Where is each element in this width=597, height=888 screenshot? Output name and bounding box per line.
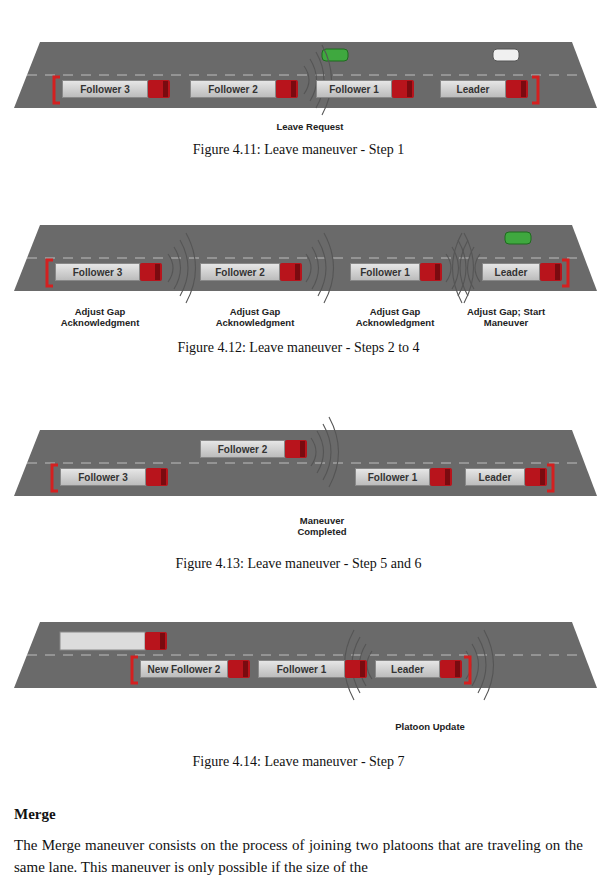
truck-name: Leader — [495, 267, 528, 278]
radio-waves — [168, 233, 196, 303]
truck-name: Follower 1 — [368, 472, 417, 483]
platoon-bracket — [562, 260, 568, 286]
message-label: Platoon Update — [380, 722, 480, 733]
truck-name: Follower 2 — [218, 444, 267, 455]
road — [14, 225, 597, 291]
truck-name: New Follower 2 — [148, 664, 221, 675]
body-text: The Merge maneuver consists on the proce… — [14, 834, 583, 878]
truck-name: Follower 2 — [208, 84, 257, 95]
truck-trailer: Follower 3 — [55, 263, 140, 281]
truck-trailer: Follower 2 — [190, 80, 276, 98]
truck-trailer: Follower 1 — [258, 660, 345, 678]
truck-name: Leader — [391, 664, 424, 675]
truck-cab — [140, 263, 162, 281]
green-car — [322, 49, 348, 61]
message-label: Adjust Gap Acknowledgment — [60, 307, 140, 329]
truck-name: Leader — [479, 472, 512, 483]
truck-cab — [440, 660, 462, 678]
truck-trailer: Follower 2 — [200, 440, 285, 458]
radio-waves — [306, 233, 334, 303]
green-car — [505, 232, 531, 244]
truck-cab — [285, 440, 307, 458]
figure-caption: Figure 4.14: Leave maneuver - Step 7 — [0, 754, 597, 770]
message-label: Adjust Gap Acknowledgment — [215, 307, 295, 329]
truck-name: Follower 3 — [73, 267, 122, 278]
road — [14, 622, 597, 688]
truck-trailer: Follower 2 — [200, 263, 280, 281]
truck-cab — [145, 632, 167, 650]
truck-trailer: Leader — [375, 660, 440, 678]
figure-caption: Figure 4.11: Leave maneuver - Step 1 — [0, 142, 597, 158]
platoon-bracket — [52, 465, 58, 491]
truck-cab — [506, 80, 528, 98]
radio-waves — [453, 233, 481, 303]
truck-cab — [148, 80, 170, 98]
section-heading: Merge — [14, 806, 314, 823]
truck-cab — [392, 80, 414, 98]
platoon-bracket — [47, 260, 53, 286]
radio-waves — [311, 417, 339, 487]
truck-name: Follower 3 — [78, 472, 127, 483]
lane-line — [27, 463, 584, 464]
figure-caption: Figure 4.12: Leave maneuver - Steps 2 to… — [0, 340, 597, 356]
truck-cab — [345, 660, 367, 678]
truck-trailer: Leader — [440, 80, 506, 98]
truck-cab — [276, 80, 298, 98]
message-label: Adjust Gap; Start Maneuver — [463, 307, 549, 329]
message-label: Leave Request — [270, 122, 350, 133]
truck-trailer: Leader — [482, 263, 540, 281]
truck-trailer: Follower 3 — [60, 468, 146, 486]
road — [14, 42, 597, 108]
truck-trailer: Leader — [465, 468, 525, 486]
lane-line — [27, 258, 584, 259]
truck-name: Follower 2 — [215, 267, 264, 278]
truck-name: Follower 1 — [360, 267, 409, 278]
truck-cab — [525, 468, 547, 486]
truck-cab — [280, 263, 302, 281]
radio-waves — [345, 630, 373, 700]
message-label: Adjust Gap Acknowledgment — [355, 307, 435, 329]
platoon-bracket — [547, 465, 553, 491]
figure-caption: Figure 4.13: Leave maneuver - Step 5 and… — [0, 556, 597, 572]
lane-line — [27, 655, 584, 656]
platoon-bracket — [464, 657, 470, 683]
white-car — [493, 49, 519, 61]
truck-cab — [430, 468, 452, 486]
truck-name: Follower 1 — [277, 664, 326, 675]
platoon-bracket — [132, 657, 138, 683]
truck-trailer: Follower 1 — [316, 80, 392, 98]
truck-cab — [540, 263, 562, 281]
truck-trailer: Follower 1 — [350, 263, 420, 281]
trailer — [60, 632, 145, 650]
truck-trailer: Follower 1 — [355, 468, 430, 486]
truck-cab — [420, 263, 442, 281]
truck-name: Leader — [457, 84, 490, 95]
truck-trailer: New Follower 2 — [140, 660, 228, 678]
road — [14, 430, 597, 496]
truck-cab — [146, 468, 168, 486]
lane-line — [27, 75, 584, 76]
truck-trailer: Follower 3 — [62, 80, 148, 98]
message-label: Maneuver Completed — [282, 516, 362, 538]
platoon-bracket — [532, 77, 538, 103]
truck-cab — [228, 660, 250, 678]
truck-name: Follower 1 — [329, 84, 378, 95]
truck-name: Follower 3 — [80, 84, 129, 95]
platoon-bracket — [54, 77, 60, 103]
